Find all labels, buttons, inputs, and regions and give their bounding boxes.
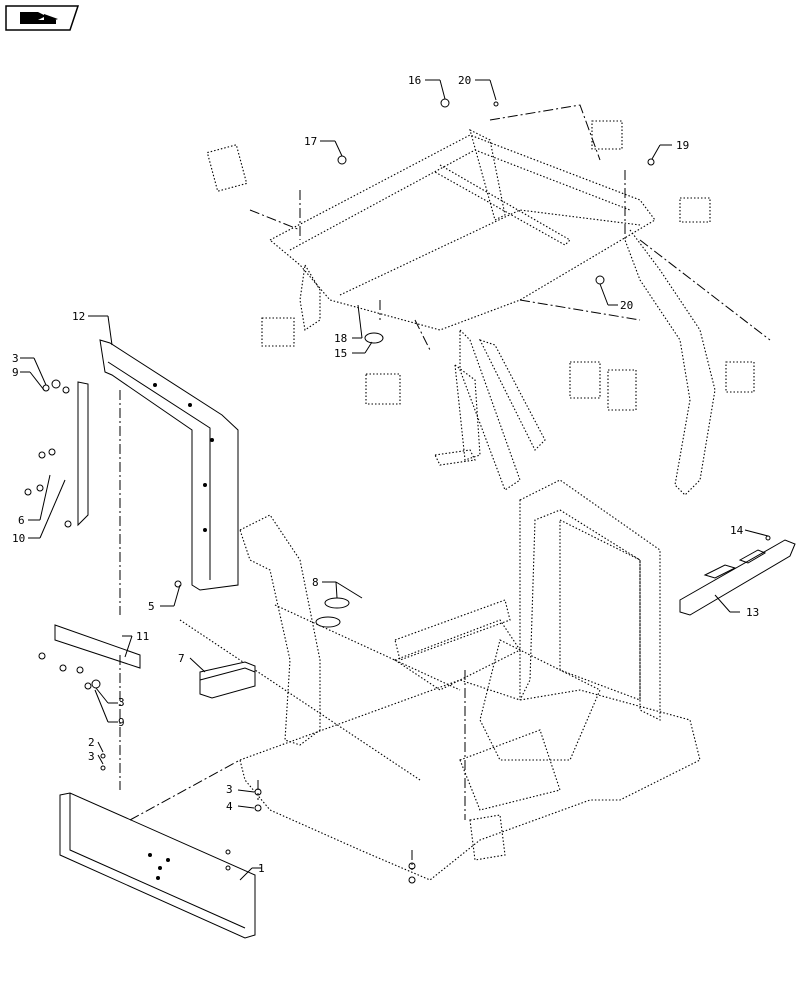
callout-15[interactable]: 15 — [334, 347, 347, 360]
callout-5[interactable]: 5 — [148, 600, 155, 613]
side-strip — [77, 381, 89, 527]
callout-12[interactable]: 12 — [72, 310, 85, 323]
callout-3-bottom[interactable]: 3 — [226, 783, 233, 796]
chassis — [179, 479, 701, 881]
callout-10[interactable]: 10 — [12, 532, 25, 545]
fasteners — [24, 98, 771, 884]
callout-2[interactable]: 2 — [88, 736, 95, 749]
callout-3-lower[interactable]: 3 — [88, 750, 95, 763]
front-plate — [59, 792, 256, 939]
callout-9-mid[interactable]: 9 — [118, 716, 125, 729]
callout-20-right[interactable]: 20 — [620, 299, 633, 312]
assembly-lines — [119, 104, 771, 870]
lower-strip — [54, 624, 141, 669]
rear-frame-panel — [99, 339, 239, 591]
callout-19[interactable]: 19 — [676, 139, 689, 152]
callout-13[interactable]: 13 — [746, 606, 759, 619]
callout-20-top[interactable]: 20 — [458, 74, 471, 87]
side-rail — [679, 539, 796, 616]
callout-1[interactable]: 1 — [258, 862, 265, 875]
rops-frame — [206, 120, 755, 496]
callout-18[interactable]: 18 — [334, 332, 347, 345]
callout-3-top[interactable]: 3 — [12, 352, 19, 365]
nav-book-icon[interactable] — [5, 5, 80, 31]
callout-8[interactable]: 8 — [312, 576, 319, 589]
callout-3-mid[interactable]: 3 — [118, 696, 125, 709]
callout-14[interactable]: 14 — [730, 524, 744, 537]
callout-9-top[interactable]: 9 — [12, 366, 19, 379]
plug-parts — [315, 597, 350, 628]
leader-lines — [20, 79, 769, 881]
callout-7[interactable]: 7 — [178, 652, 185, 665]
callout-4[interactable]: 4 — [226, 800, 233, 813]
round-cap — [364, 332, 384, 344]
callout-6[interactable]: 6 — [18, 514, 25, 527]
bumper-block — [199, 661, 256, 699]
callout-11[interactable]: 11 — [136, 630, 149, 643]
callout-17[interactable]: 17 — [304, 135, 317, 148]
callout-16[interactable]: 16 — [408, 74, 421, 87]
callout-labels: 1 2 3 3 3 3 4 5 6 7 8 9 9 10 11 12 13 14… — [12, 74, 759, 875]
